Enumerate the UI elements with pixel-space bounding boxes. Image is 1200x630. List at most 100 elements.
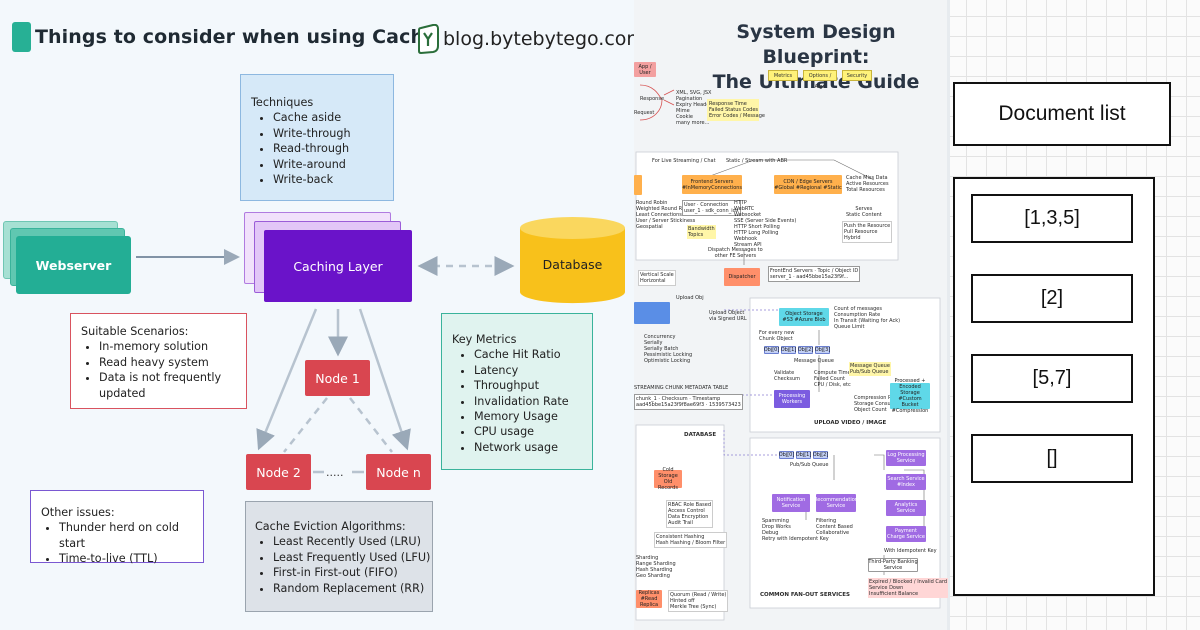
list-item: Write-back — [273, 172, 393, 187]
processing-workers-node: Processing Workers — [774, 390, 810, 408]
list-item: Cache Hit Ratio — [474, 347, 592, 362]
filtering-notes: Filtering Content Based Collaborative — [816, 518, 853, 536]
obj-chip: Obj[2] — [797, 346, 814, 354]
validate-checksum-label: Validate Checksum — [774, 370, 801, 382]
concurrency-note: Pessimistic Locking — [644, 352, 693, 358]
db-security-note: RBAC Role Based — [668, 502, 712, 508]
document-list-container: [1,3,5] [2] [5,7] [] — [953, 177, 1155, 596]
techniques-box: Techniques Cache aside Write-through Rea… — [240, 74, 394, 201]
obj-chip: Obj[2] — [812, 451, 829, 459]
protocol-note: Stream API — [734, 242, 762, 248]
list-item[interactable]: [5,7] — [971, 354, 1133, 403]
storage-notes: Compression Ratio Storage Consumed Objec… — [854, 395, 902, 413]
scale-notes: Vertical Scale Horizontal — [638, 270, 676, 286]
response-note: Error Codes / Message — [709, 113, 765, 119]
bandwidth-note-line: Bandwidth — [688, 226, 715, 232]
list-item: Least Frequently Used (LFU) — [273, 550, 432, 565]
obj-chip: Obj[1] — [795, 451, 812, 459]
lb-note: Round Robin — [636, 200, 668, 206]
table-cell: aad45bbe15a23f9f8ae69f3 — [636, 402, 705, 408]
notification-service-node: Notification Service — [772, 494, 810, 512]
brand[interactable]: blog.bytebytego.com — [418, 24, 634, 54]
blueprint-panel: System Design Blueprint: The Ultimate Gu… — [634, 0, 950, 630]
eviction-list: Least Recently Used (LRU) Least Frequent… — [273, 534, 432, 596]
table-cell: Connection — [700, 202, 729, 208]
worker-note: Compute Time — [814, 370, 851, 376]
filtering-note: Content Based — [816, 524, 853, 530]
node-n: Node n — [366, 454, 431, 490]
sharding-note: Sharding — [636, 555, 659, 561]
bytebytego-logo-icon — [418, 24, 439, 54]
database-node: Database — [518, 216, 627, 304]
serve-note: Hybrid — [844, 235, 861, 241]
lb-note: User / Server Stickiness — [636, 218, 696, 224]
table-cell: aad45bbe15a23f9f... — [796, 274, 849, 280]
serve-note: Push the Resource — [844, 223, 891, 229]
encoded-storage-line: Storage — [900, 390, 920, 396]
log-processing-node: Log Processing Service — [886, 450, 926, 466]
table-cell: FrontEnd Servers — [770, 268, 813, 274]
list-item[interactable]: [1,3,5] — [971, 194, 1133, 243]
response-bullets: XML, SVG, JSX Pagination Expiry Headers … — [676, 90, 714, 126]
table-cell: Timestamp — [692, 396, 721, 402]
other-issues-box: Other issues: Thunder herd on cold start… — [30, 490, 204, 565]
db-security-note: Data Encryption — [668, 514, 709, 520]
cold-storage-line: Cold Storage — [658, 467, 678, 479]
blueprint-title-line1: System Design Blueprint: — [736, 21, 896, 68]
cold-storage-node: Cold Storage Old Records — [654, 467, 682, 491]
eviction-header: Cache Eviction Algorithms: — [255, 520, 406, 533]
chunk-table: chunk_1 · Checksum · Timestamp aad45bbe1… — [634, 394, 743, 410]
list-item[interactable]: [] — [971, 434, 1133, 483]
serve-note: Pull Resource — [844, 229, 878, 235]
concurrency-notes: Concurrency Serially Serially Batch Pess… — [644, 334, 692, 364]
obj-chip: Obj[0] — [778, 451, 795, 459]
live-stream-label: For Live Streaming / Chat — [652, 158, 716, 164]
list-item[interactable]: [2] — [971, 274, 1133, 323]
dispatcher-node: Dispatcher — [724, 268, 760, 286]
db-security-note: Audit Trail — [668, 520, 693, 526]
lb-note: Least Connections — [636, 212, 682, 218]
upload-section-label: UPLOAD VIDEO / IMAGE — [814, 420, 887, 426]
node-2: Node 2 — [246, 454, 311, 490]
encoded-storage-node: Processed + Encoded Storage #Custom Buck… — [890, 378, 930, 414]
frontend-servers-node: Frontend Servers #InMemoryConnections — [682, 175, 742, 194]
table-cell: user_1 — [684, 208, 701, 214]
document-list-header: Document list — [953, 82, 1171, 146]
object-storage-node: Object Storage #S3 #Azure Blob — [779, 308, 829, 326]
idempotent-label: With Idempotent Key — [884, 548, 937, 554]
cdn-note: Total Resources — [846, 187, 885, 193]
serve-notes: Push the Resource Pull Resource Hybrid — [842, 221, 893, 243]
brand-url: blog.bytebytego.com — [443, 28, 634, 50]
caching-layer-node: Caching Layer — [264, 230, 412, 302]
hashing-note: Consistent Hashing — [656, 534, 705, 540]
mq-notes: Count of messages Consumption Rate In Tr… — [834, 306, 900, 330]
cold-storage-line: Old Records — [658, 479, 678, 491]
key-metrics-box: Key Metrics Cache Hit Ratio Latency Thro… — [441, 313, 593, 470]
sharding-note: Geo Sharding — [636, 573, 670, 579]
response-bullet: Mime — [676, 108, 690, 114]
banking-note: Service Down — [869, 585, 904, 591]
response-bullet: many more... — [676, 120, 710, 126]
upload-object-label: Upload Object via Signed URL — [709, 310, 747, 322]
lb-note: Weighted Round Robin — [636, 206, 693, 212]
mq-note: Consumption Rate — [834, 312, 881, 318]
response-note: Response Time — [709, 101, 747, 107]
worker-note: CPU / Disk, etc — [814, 382, 851, 388]
notification-note: Drop Works — [762, 524, 791, 530]
storage-note: Compression Ratio — [854, 395, 901, 401]
chunk-label: For every new Chunk Object — [759, 330, 795, 342]
key-metrics-header: Key Metrics — [452, 333, 517, 346]
table-cell: 1539573423 — [708, 402, 741, 408]
list-item: Write-through — [273, 126, 393, 141]
storage-note: Storage Consumed — [854, 401, 902, 407]
notification-note: Debug — [762, 530, 779, 536]
list-item: Least Recently Used (LRU) — [273, 534, 432, 549]
replica-line: #Read Replica — [639, 596, 659, 608]
notification-notes: Spamming Drop Works Debug Retry with Ide… — [762, 518, 829, 542]
encoded-storage-line: #Compression — [891, 408, 929, 414]
dispatch-label: Dispatch Messages to other FE Servers — [708, 247, 763, 259]
table-cell: Topic / Object ID — [817, 268, 859, 274]
banking-note: Insufficient Balance — [869, 591, 919, 597]
protocol-note: Webhook — [734, 236, 758, 242]
worker-note: Failed Count — [814, 376, 845, 382]
